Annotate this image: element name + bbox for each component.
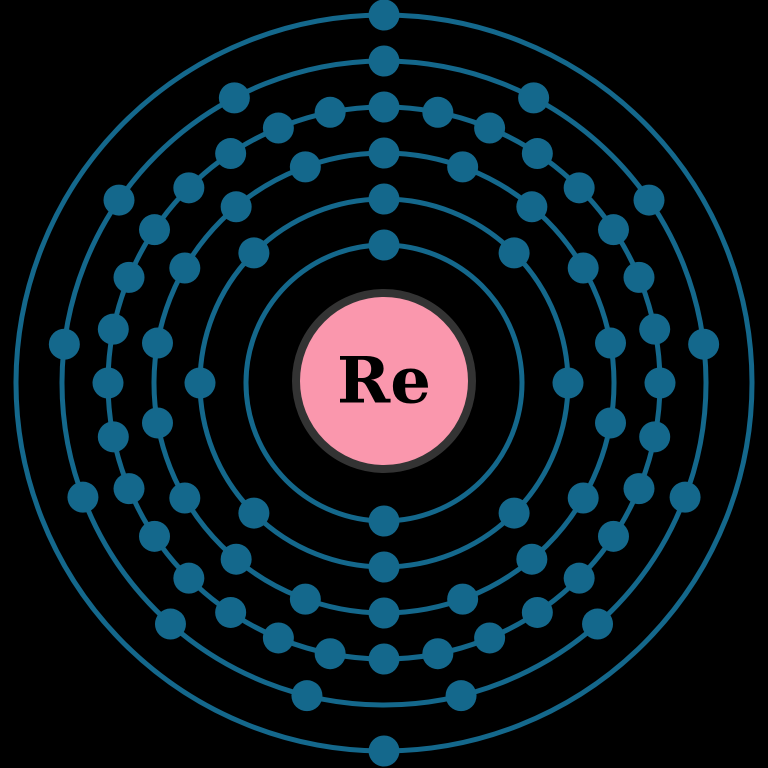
electron-dot — [595, 327, 627, 359]
electron-dot — [422, 638, 454, 670]
electron-dot — [48, 328, 80, 360]
electron-dot — [215, 138, 247, 170]
electron-dot — [368, 45, 400, 77]
electron-dot — [368, 735, 400, 767]
electron-dot — [314, 96, 346, 128]
electron-dot — [639, 313, 671, 345]
electron-dot — [154, 608, 186, 640]
electron-dot — [67, 481, 99, 513]
electron-dot — [291, 680, 323, 712]
electron-dot — [521, 596, 553, 628]
electron-dot — [445, 680, 477, 712]
electron-dot — [173, 562, 205, 594]
electron-dot — [639, 421, 671, 453]
electron-dot — [169, 252, 201, 284]
electron-dot — [669, 481, 701, 513]
electron-dot — [113, 261, 145, 293]
electron-dot — [368, 643, 400, 675]
electron-dot — [521, 138, 553, 170]
electron-dot — [139, 214, 171, 246]
electron-dot — [563, 172, 595, 204]
electron-dot — [644, 367, 676, 399]
electron-dot — [368, 597, 400, 629]
electron-dot — [141, 407, 173, 439]
electron-dot — [563, 562, 595, 594]
electron-dot — [289, 151, 321, 183]
electron-dot — [368, 137, 400, 169]
electron-dot — [97, 421, 129, 453]
electron-dot — [141, 327, 173, 359]
electron-dot — [262, 622, 294, 654]
electron-dot — [92, 367, 124, 399]
electron-dot — [633, 184, 665, 216]
electron-dot — [552, 367, 584, 399]
electron-dot — [262, 112, 294, 144]
electron-dot — [139, 520, 171, 552]
nucleus-group: Re — [292, 289, 476, 473]
electron-dot — [289, 583, 321, 615]
electron-dot — [516, 543, 548, 575]
electron-dot — [474, 622, 506, 654]
electron-dot — [447, 583, 479, 615]
electron-dot — [518, 82, 550, 114]
electron-dot — [314, 638, 346, 670]
electron-dot — [447, 151, 479, 183]
electron-dot — [474, 112, 506, 144]
electron-dot — [368, 91, 400, 123]
electron-dot — [97, 313, 129, 345]
electron-dot — [422, 96, 454, 128]
element-symbol: Re — [337, 344, 431, 419]
electron-dot — [238, 497, 270, 529]
electron-dot — [597, 520, 629, 552]
electron-dot — [368, 551, 400, 583]
electron-dot — [498, 497, 530, 529]
shells-group — [13, 0, 755, 767]
electron-dot — [498, 237, 530, 269]
electron-dot — [623, 473, 655, 505]
electron-dot — [597, 214, 629, 246]
electron-dot — [215, 596, 247, 628]
electron-dot — [368, 183, 400, 215]
electron-dot — [238, 237, 270, 269]
nucleus — [292, 289, 476, 473]
electron-dot — [688, 328, 720, 360]
electron-dot — [582, 608, 614, 640]
electron-dot — [113, 473, 145, 505]
electron-dot — [103, 184, 135, 216]
electron-dot — [623, 261, 655, 293]
electron-dot — [220, 191, 252, 223]
electron-dot — [220, 543, 252, 575]
electron-dot — [567, 252, 599, 284]
electron-dot — [368, 0, 400, 31]
electron-dot — [368, 229, 400, 261]
electron-dot — [516, 191, 548, 223]
electron-dot — [567, 482, 599, 514]
electron-dot — [218, 82, 250, 114]
electron-dot — [184, 367, 216, 399]
electron-dot — [173, 172, 205, 204]
electron-dot — [595, 407, 627, 439]
electron-dot — [368, 505, 400, 537]
electron-dot — [169, 482, 201, 514]
